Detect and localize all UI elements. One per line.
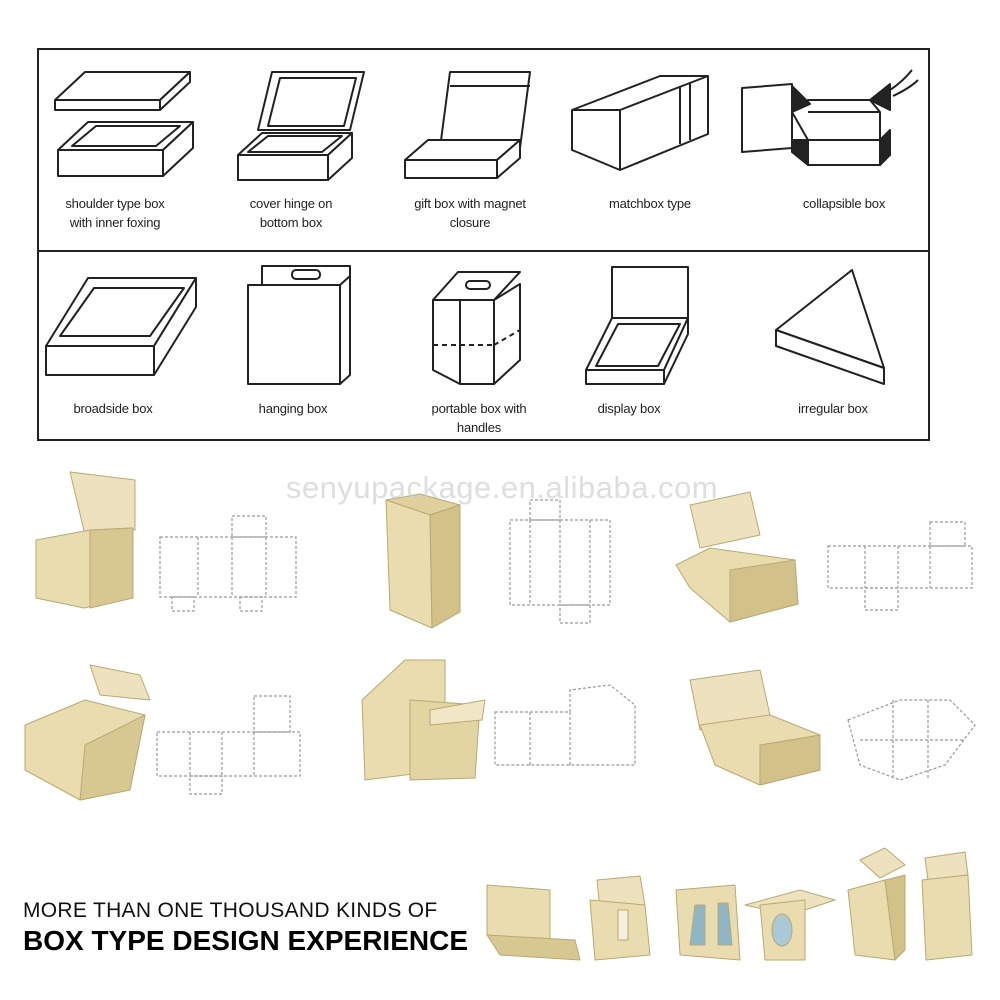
carton-sample-2 <box>589 875 651 961</box>
dieline-open-box-1 <box>156 695 301 795</box>
hanging-box-drawing <box>247 265 351 385</box>
dieline-tuck-box-1 <box>159 515 297 612</box>
carton-sample-4 <box>744 889 836 961</box>
carton-mailer-box <box>689 669 821 786</box>
caption-display-box: display box <box>597 401 661 416</box>
tagline-line-2: BOX TYPE DESIGN EXPERIENCE <box>23 925 468 956</box>
tagline-line-1: MORE THAN ONE THOUSAND KINDS OF <box>23 899 438 922</box>
dieline-tall-box <box>509 499 611 624</box>
catalog-row-divider <box>37 250 930 252</box>
broadside-box-drawing <box>45 277 197 376</box>
carton-hanging-kraft <box>361 659 486 781</box>
caption-broadside-box: broadside box <box>73 401 153 416</box>
shoulder-box-drawing <box>54 71 194 177</box>
irregular-box-drawing <box>775 269 885 385</box>
carton-tuck-box-2 <box>675 491 799 623</box>
dieline-tuck-box-2 <box>827 521 973 611</box>
dieline-mailer-box <box>847 699 976 781</box>
carton-tuck-box-1 <box>35 471 136 609</box>
cover-hinge-drawing <box>237 71 365 181</box>
dieline-hanging-box <box>494 684 636 766</box>
carton-sample-1 <box>486 884 581 961</box>
caption-collapsible-box: collapsible box <box>802 196 886 211</box>
carton-tall-box <box>385 493 461 629</box>
portable-box-drawing <box>432 271 521 385</box>
box-type-catalog-frame <box>37 48 930 441</box>
carton-sample-5 <box>847 847 906 961</box>
collapsible-drawing <box>741 69 919 166</box>
gift-magnet-drawing <box>404 71 531 179</box>
matchbox-drawing <box>571 75 709 171</box>
carton-open-box-1 <box>24 664 151 801</box>
carton-sample-3 <box>675 884 741 961</box>
caption-hanging-box: hanging box <box>258 401 328 416</box>
box-type-line-drawings <box>45 69 919 385</box>
watermark: senyupackage.en.alibaba.com <box>285 470 719 505</box>
display-box-drawing <box>585 266 689 385</box>
caption-matchbox-type: matchbox type <box>609 196 691 211</box>
carton-sample-6 <box>921 851 973 961</box>
caption-irregular-box: irregular box <box>798 401 868 416</box>
